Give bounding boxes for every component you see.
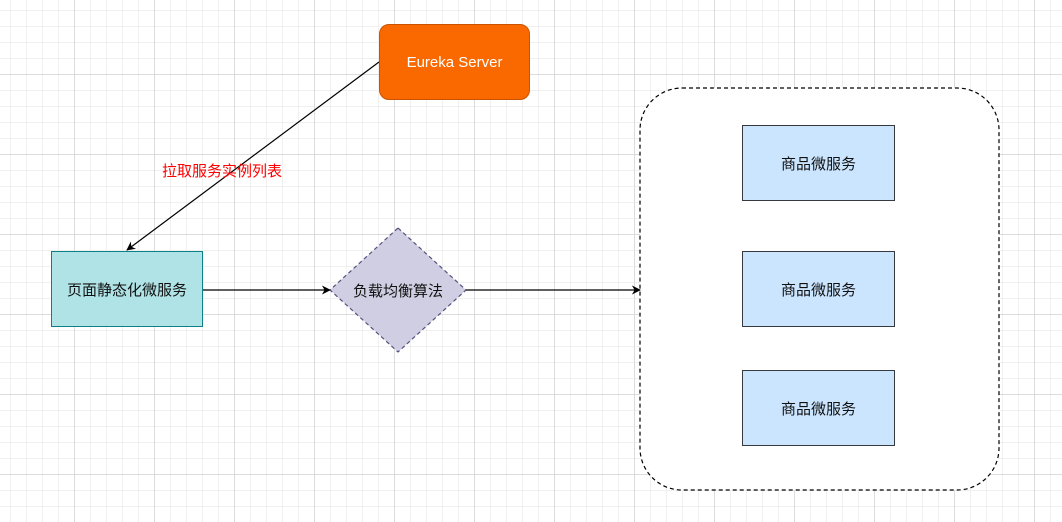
product-service-label: 商品微服务 [780,281,856,299]
product-service-node-3[interactable]: 商品微服务 [742,370,895,446]
load-balancer-diamond [329,227,467,353]
load-balancer-node[interactable]: 负载均衡算法 [330,228,466,352]
load-balancer-label: 负载均衡算法 [352,282,443,300]
product-service-label: 商品微服务 [780,155,856,173]
product-service-node-2[interactable]: 商品微服务 [742,251,895,327]
static-page-service-node[interactable]: 页面静态化微服务 [51,251,203,327]
product-service-node-1[interactable]: 商品微服务 [742,125,895,201]
eureka-server-node[interactable]: Eureka Server [379,24,530,100]
edge-eureka-to-static-service [126,61,380,251]
static-page-service-label: 页面静态化微服务 [66,281,187,299]
product-service-label: 商品微服务 [780,400,856,418]
eureka-server-label: Eureka Server [406,53,503,71]
pull-instance-list-label: 拉取服务实例列表 [162,163,283,180]
